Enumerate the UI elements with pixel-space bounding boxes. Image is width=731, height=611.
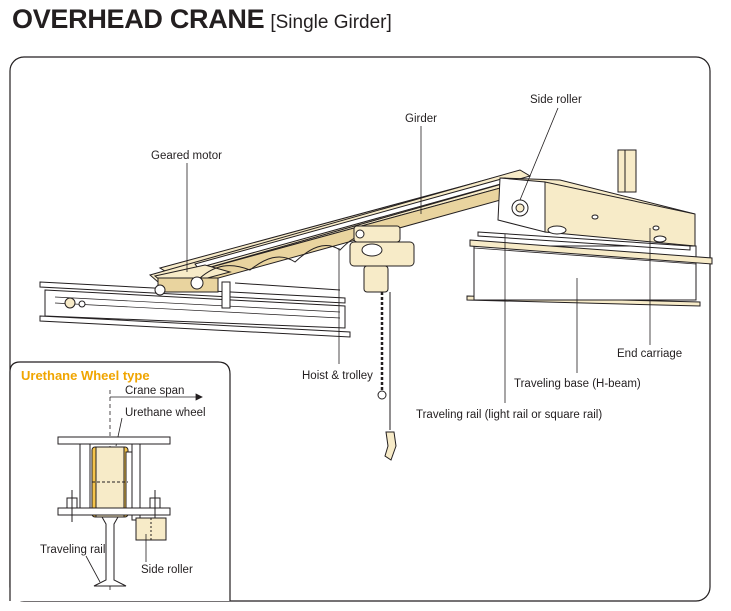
leader-lines [186,107,651,403]
hook [384,431,397,461]
title-subtitle: [Single Girder] [270,12,392,33]
traveling-base-h-beam [466,239,713,307]
festoon-cable [199,237,363,279]
hoist-trolley [349,225,415,293]
traveling-rail-right [477,231,691,251]
urethane-wheel-assembly [57,436,171,587]
inset-label-crane-span: Crane span [125,385,184,397]
side-roller-box [135,517,167,541]
chain-weight [377,390,387,400]
page-title: OVERHEAD CRANE[Single Girder] [12,4,392,35]
leader-traveling-rail [85,555,101,583]
end-carriage [497,177,696,247]
inset-label-side-roller: Side roller [141,564,193,576]
inset-label-traveling-rail: Traveling rail [40,544,105,556]
label-end-carriage: End carriage [617,348,682,360]
inset-title: Urethane Wheel type [21,368,150,383]
label-side-roller: Side roller [530,94,582,106]
inset-traveling-rail [93,516,127,587]
label-hoist-trolley: Hoist & trolley [302,370,373,382]
label-girder: Girder [405,113,437,125]
diagram-frame [9,56,711,602]
label-geared-motor: Geared motor [151,150,222,162]
title-main: OVERHEAD CRANE [12,4,265,34]
label-traveling-rail: Traveling rail (light rail or square rai… [416,409,602,421]
inset-label-urethane-wheel: Urethane wheel [125,407,206,419]
label-traveling-base: Traveling base (H-beam) [514,378,641,390]
side-roller-part [617,149,637,193]
